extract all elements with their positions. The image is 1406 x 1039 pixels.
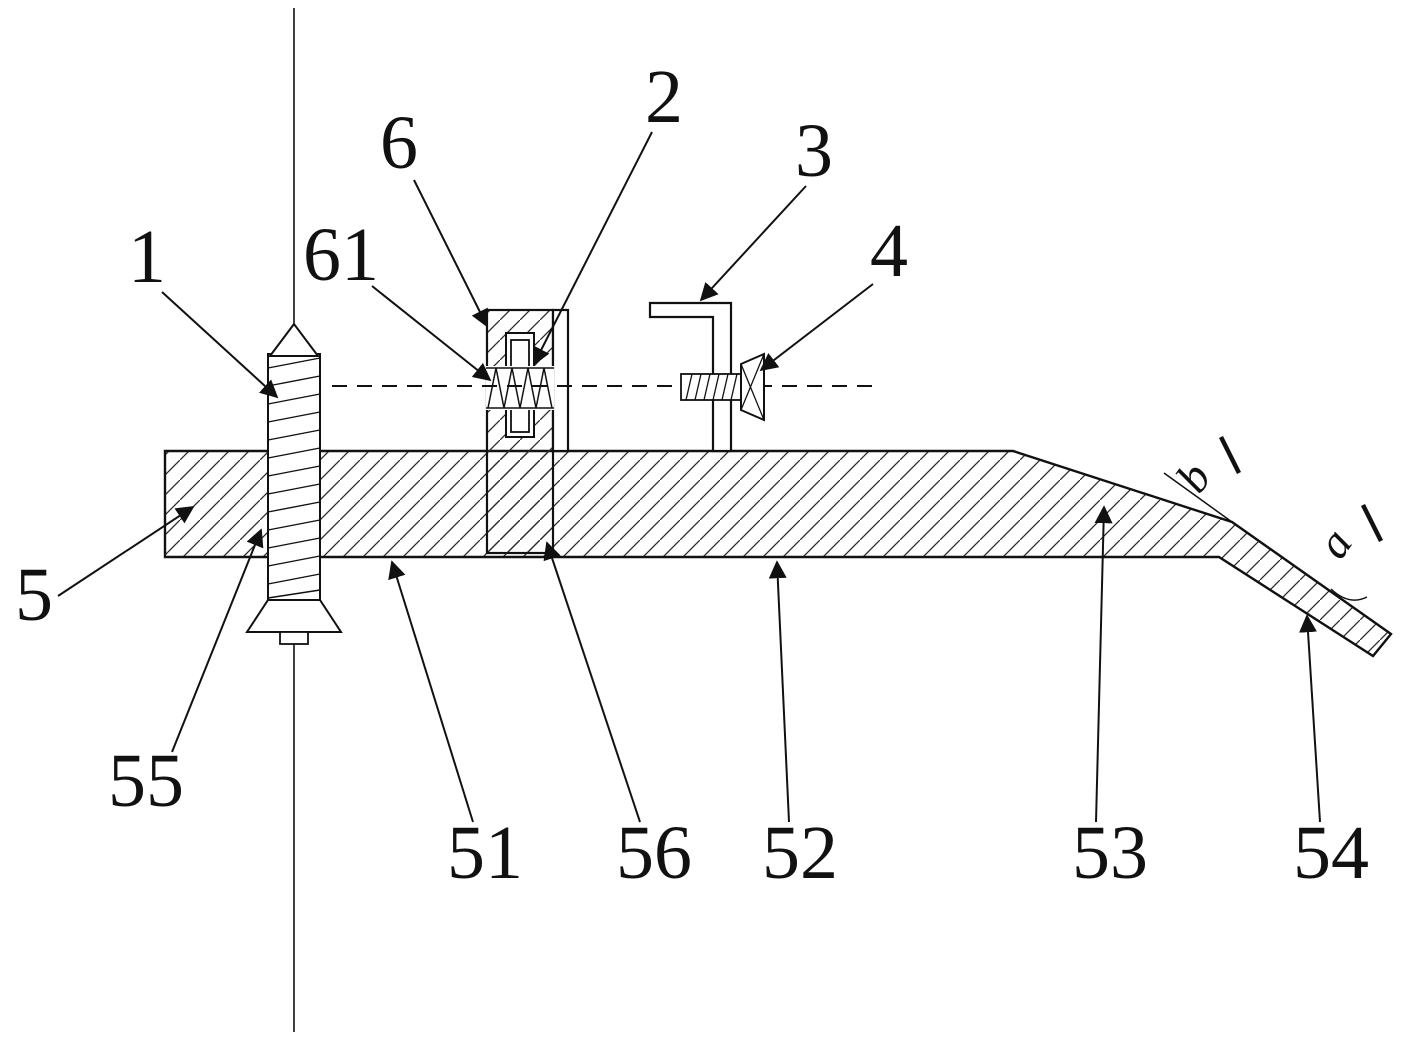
leader-6 bbox=[413, 179, 488, 328]
vertical-screw-shank bbox=[267, 353, 321, 601]
vertical-screw-tip bbox=[268, 322, 320, 357]
leader-lines bbox=[57, 131, 1321, 823]
vertical-screw-threads bbox=[267, 357, 321, 599]
base-plate bbox=[163, 449, 1393, 658]
leader-61 bbox=[371, 285, 492, 382]
leader-5 bbox=[57, 506, 195, 597]
angle-b-tick bbox=[1218, 435, 1242, 475]
label-54: 54 bbox=[1293, 811, 1369, 895]
label-51: 51 bbox=[447, 811, 523, 895]
leader-3 bbox=[699, 185, 807, 302]
horizontal-screw-threads bbox=[685, 373, 738, 401]
leader-1 bbox=[161, 291, 279, 399]
label-56: 56 bbox=[616, 811, 692, 895]
leader-2 bbox=[533, 131, 653, 366]
label-55: 55 bbox=[108, 739, 184, 823]
angle-a-arc bbox=[1330, 588, 1368, 601]
horizontal-screw bbox=[680, 352, 765, 422]
angle-a-tick bbox=[1360, 503, 1384, 543]
label-3: 3 bbox=[795, 109, 833, 193]
label-1: 1 bbox=[128, 215, 166, 299]
leader-55 bbox=[171, 528, 264, 753]
part-labels: 1 61 6 2 3 4 5 55 51 56 52 53 54 bbox=[15, 55, 1369, 895]
mount-block-lip bbox=[551, 308, 570, 453]
leader-54 bbox=[1299, 614, 1321, 823]
label-61: 61 bbox=[303, 213, 379, 297]
label-4: 4 bbox=[870, 209, 908, 293]
label-5: 5 bbox=[15, 553, 53, 637]
leader-51 bbox=[388, 560, 474, 823]
threaded-hole-threads bbox=[487, 367, 553, 409]
leader-56 bbox=[543, 541, 641, 823]
leader-4 bbox=[759, 283, 874, 372]
leader-52 bbox=[768, 560, 790, 823]
base-plate-outline bbox=[163, 449, 1393, 658]
label-52: 52 bbox=[762, 811, 838, 895]
angle-b-extension-line bbox=[1163, 472, 1233, 523]
label-53: 53 bbox=[1072, 811, 1148, 895]
vertical-screw-head bbox=[245, 599, 343, 633]
leader-53 bbox=[1094, 505, 1113, 823]
label-2: 2 bbox=[645, 55, 683, 139]
label-6: 6 bbox=[380, 101, 418, 185]
vertical-screw-drive-slot bbox=[279, 631, 309, 645]
angle-a-label: a bbox=[1307, 519, 1362, 567]
